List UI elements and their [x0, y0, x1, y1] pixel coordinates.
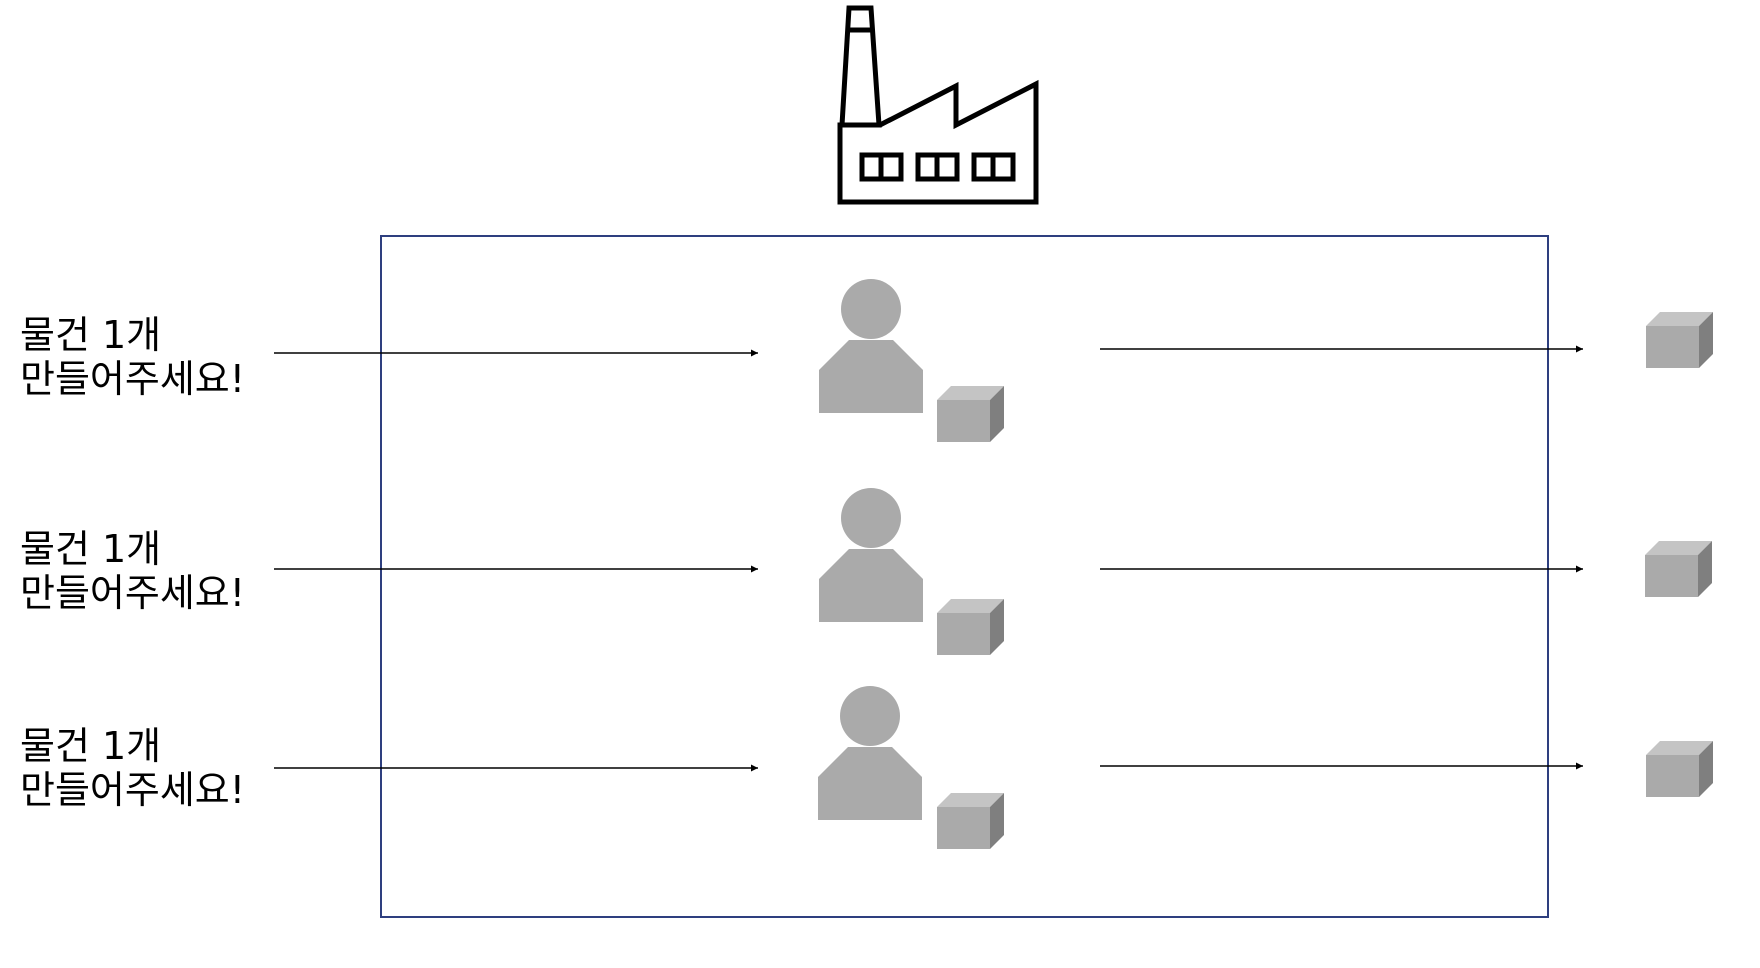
worker-icon — [819, 488, 923, 622]
request-label-line1: 물건 1개 — [20, 527, 162, 571]
request-label-line2: 만들어주세요! — [20, 357, 245, 401]
box-icon — [937, 386, 1004, 442]
worker-icon — [819, 279, 923, 413]
production-row — [274, 686, 1713, 849]
request-label: 물건 1개 만들어주세요! — [20, 724, 245, 812]
box-icon — [1646, 312, 1713, 368]
worker-icon — [818, 686, 922, 820]
request-label: 물건 1개 만들어주세요! — [20, 527, 245, 615]
production-row — [274, 488, 1712, 655]
request-label-line2: 만들어주세요! — [20, 571, 245, 615]
request-label-line2: 만들어주세요! — [20, 768, 245, 812]
request-label-line1: 물건 1개 — [20, 313, 162, 357]
request-label-line1: 물건 1개 — [20, 724, 162, 768]
box-icon — [1646, 741, 1713, 797]
box-icon — [937, 599, 1004, 655]
box-icon — [1645, 541, 1712, 597]
box-icon — [937, 793, 1004, 849]
request-label: 물건 1개 만들어주세요! — [20, 313, 245, 401]
factory-icon — [837, 5, 1039, 205]
production-row — [274, 279, 1713, 442]
factory-frame — [380, 235, 1549, 918]
